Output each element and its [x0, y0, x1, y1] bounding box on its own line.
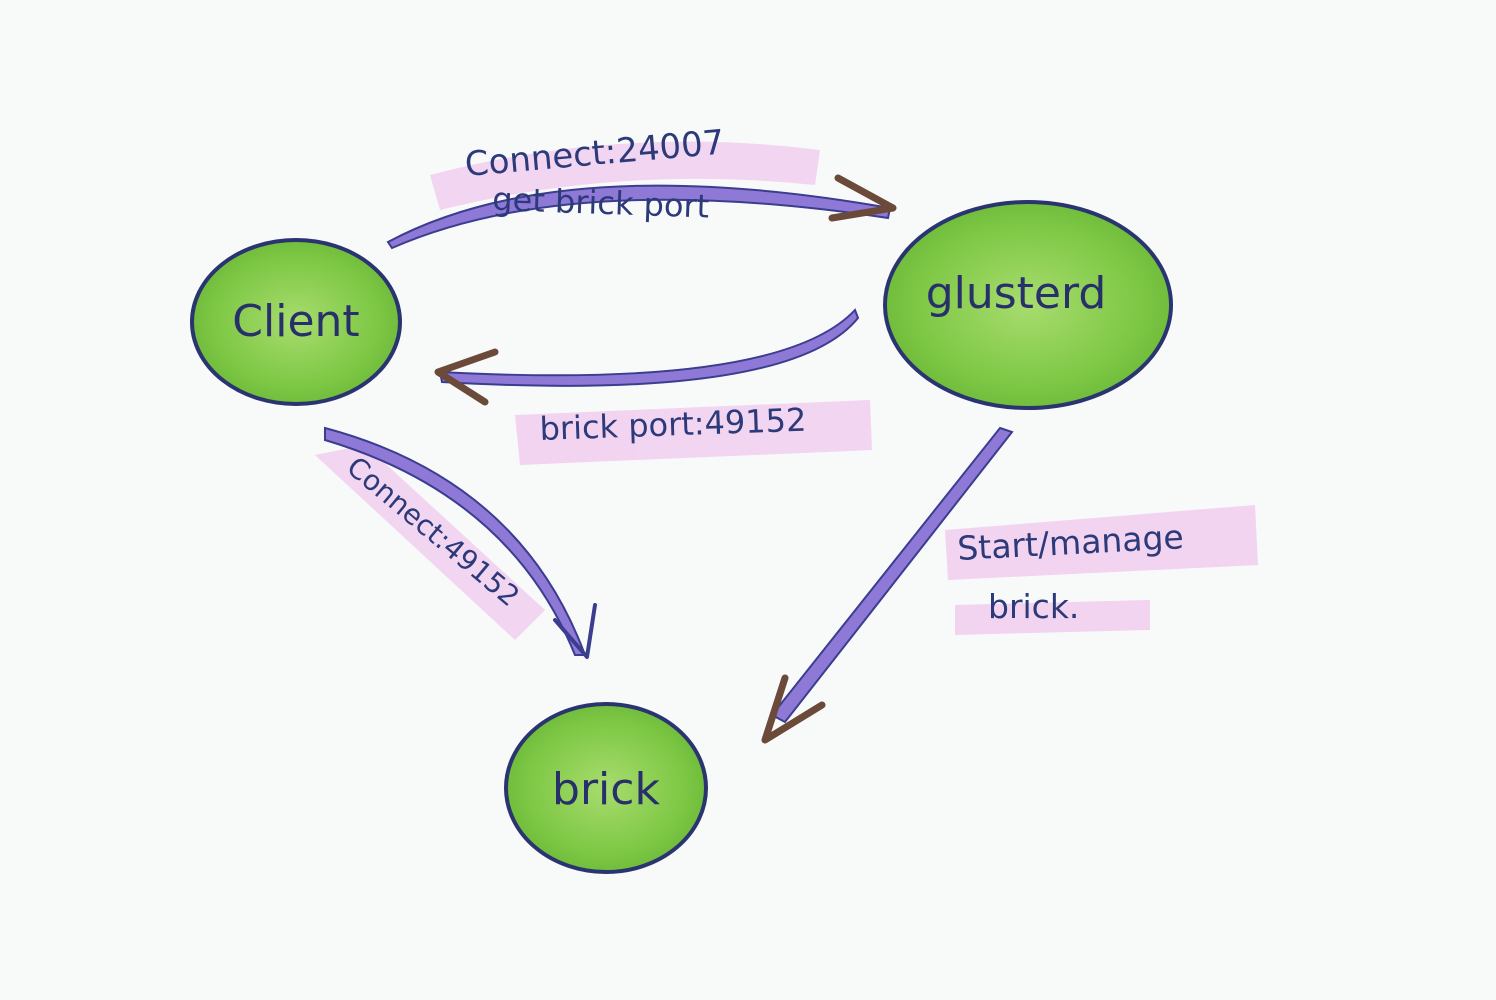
arrow-shaft: [386, 184, 892, 250]
arrowhead-icon: [434, 348, 499, 406]
edge-glusterd-to-client: [434, 308, 860, 406]
node-brick: brick: [504, 702, 708, 874]
edge-label-get-brick-port: get brick port: [492, 180, 710, 226]
highlight-middle: [515, 400, 872, 465]
arrowhead-icon: [761, 674, 826, 744]
node-client: Client: [190, 238, 402, 406]
arrow-shaft: [438, 308, 860, 387]
edge-label-brick-dot: brick.: [988, 587, 1079, 626]
edge-client-to-glusterd: [386, 174, 897, 250]
highlight-left-diagonal: [315, 445, 545, 640]
edge-label-brick-port-49152: brick port:49152: [539, 401, 807, 448]
highlight-right-2: [955, 600, 1150, 635]
highlight-top: [430, 141, 820, 210]
edge-glusterd-to-brick: [761, 426, 1014, 744]
arrow-shaft: [324, 426, 587, 656]
node-glusterd-label: glusterd: [926, 268, 1107, 319]
node-glusterd: glusterd: [883, 200, 1173, 410]
arrowhead-icon: [553, 603, 597, 659]
arrow-shaft: [770, 426, 1014, 724]
highlight-right: [945, 505, 1258, 580]
edge-client-to-brick: [324, 426, 597, 659]
node-client-label: Client: [232, 296, 359, 347]
node-brick-label: brick: [552, 764, 660, 815]
label-highlights: [315, 141, 1258, 640]
arrowhead-icon: [828, 174, 897, 222]
